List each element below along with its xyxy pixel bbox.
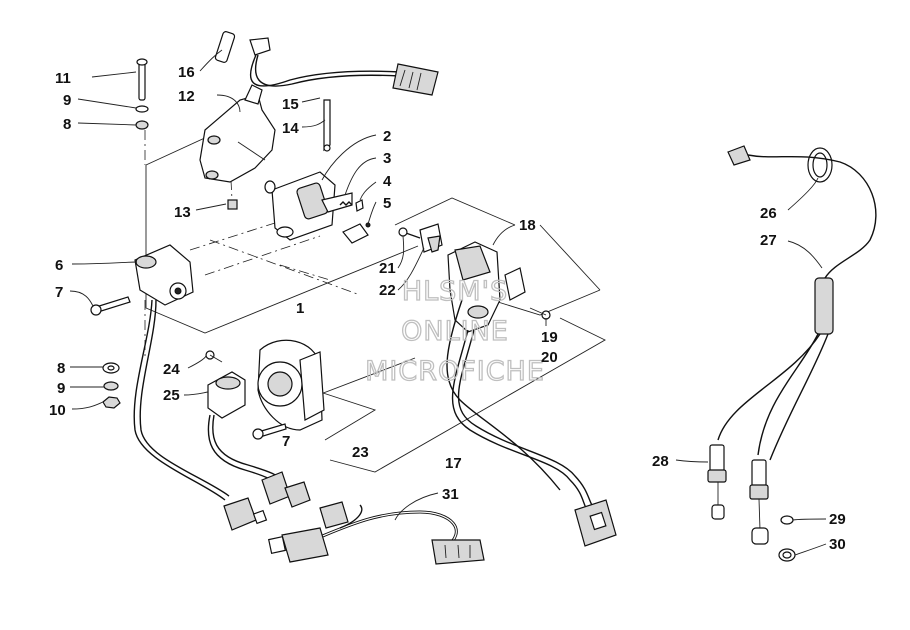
callout-4: 4 [383, 173, 392, 190]
callout-9-lower: 9 [57, 380, 65, 397]
callout-5: 5 [383, 195, 391, 212]
callout-31: 31 [442, 486, 459, 503]
callout-7-lower: 7 [282, 433, 290, 450]
wire-dial [207, 414, 311, 508]
callout-2: 2 [383, 128, 391, 145]
wire-harness-left [133, 299, 268, 531]
watermark-line-3: MICROFICHE [365, 356, 545, 387]
callout-9-upper: 9 [63, 92, 71, 109]
washer-8-lower [102, 362, 120, 374]
callout-24: 24 [163, 361, 180, 378]
washer-29 [780, 515, 794, 525]
callout-labels: 1 2 3 4 5 6 7 7 8 8 9 9 10 11 12 13 14 1… [49, 64, 846, 553]
assembly-outline-18 [394, 197, 601, 316]
throttle-bracket-12 [199, 84, 276, 183]
callout-3: 3 [383, 150, 391, 167]
spring-3 [339, 201, 353, 206]
callout-27: 27 [760, 232, 777, 249]
watermark: HLSM'S ONLINE MICROFICHE [364, 275, 545, 387]
screw-19 [529, 307, 551, 320]
watermark-line-2: ONLINE [401, 316, 509, 347]
callout-8-upper: 8 [63, 116, 71, 133]
callout-18: 18 [519, 217, 536, 234]
block-13 [227, 199, 238, 210]
callout-25: 25 [163, 387, 180, 404]
cap-22 [419, 223, 443, 253]
washer-8-upper [135, 120, 149, 130]
wire-15 [249, 37, 439, 96]
callout-12: 12 [178, 88, 195, 105]
callout-21: 21 [379, 260, 396, 277]
wire-harness-17 [446, 299, 617, 547]
knob-25 [207, 371, 246, 419]
callout-26: 26 [760, 205, 777, 222]
screw-24 [205, 350, 223, 363]
callout-6: 6 [55, 257, 63, 274]
callout-15: 15 [282, 96, 299, 113]
o-ring-30 [778, 548, 796, 562]
sleeve-16 [214, 31, 236, 63]
callout-8-lower: 8 [57, 360, 65, 377]
clip-4 [355, 199, 364, 212]
washer-9-lower [103, 381, 119, 391]
callout-22: 22 [379, 282, 396, 299]
washer-9-upper [135, 105, 149, 113]
screw-7-lower [252, 423, 287, 440]
pin-11 [136, 58, 148, 101]
switch-body-18 [447, 241, 526, 333]
callout-17: 17 [445, 455, 462, 472]
callout-23: 23 [352, 444, 369, 461]
sensor-right [749, 459, 769, 545]
callout-30: 30 [829, 536, 846, 553]
plate-5 [342, 222, 371, 244]
leader-lines [69, 49, 827, 556]
screw-7-left [90, 296, 131, 316]
callout-28: 28 [652, 453, 669, 470]
callout-11: 11 [55, 70, 71, 87]
callout-19: 19 [541, 329, 558, 346]
nut-10 [102, 396, 121, 409]
callout-16: 16 [178, 64, 195, 81]
callout-29: 29 [829, 511, 846, 528]
assembly-outline-23 [319, 391, 377, 441]
callout-14: 14 [282, 120, 299, 137]
switch-housing-6 [134, 244, 194, 306]
harness-31 [267, 501, 485, 565]
sensor-28 [707, 444, 727, 520]
callout-13: 13 [174, 204, 191, 221]
switch-body-2 [264, 171, 353, 241]
terminal-14 [323, 99, 331, 152]
watermark-line-1: HLSM'S [402, 276, 508, 307]
callout-20: 20 [541, 349, 558, 366]
callout-1: 1 [296, 300, 304, 317]
screw-21 [398, 227, 421, 239]
dial-housing-23 [257, 339, 325, 431]
sensor-harness-27 [717, 145, 877, 461]
callout-7-left: 7 [55, 284, 63, 301]
clip-26 [807, 147, 833, 183]
callout-10: 10 [49, 402, 66, 419]
